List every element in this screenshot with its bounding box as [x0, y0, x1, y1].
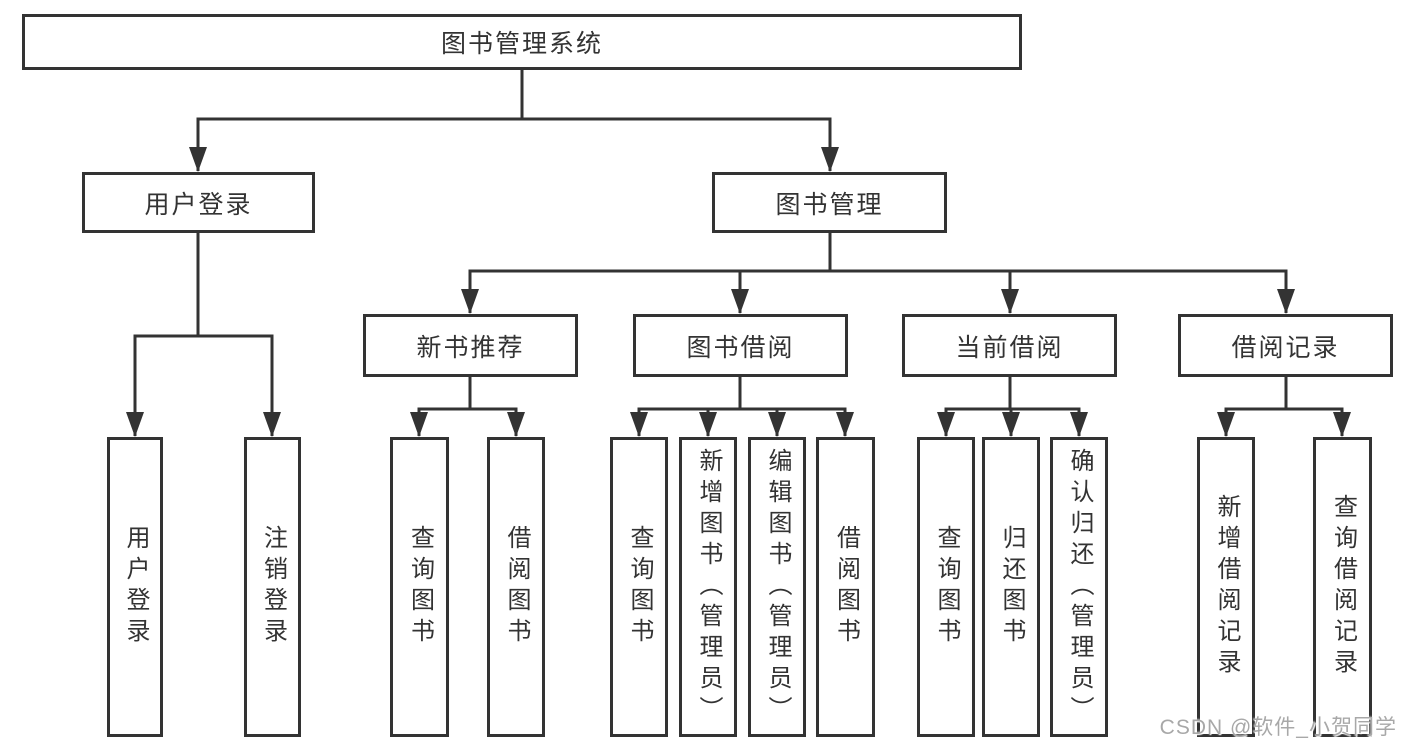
arrowhead [1277, 289, 1295, 314]
node-user-login: 用户登录 [82, 172, 315, 233]
leaf-label: 用户登录 [122, 525, 149, 649]
leaf-label: 注销登录 [259, 525, 287, 649]
arrowhead [768, 412, 786, 437]
node-current-borrow: 当前借阅 [902, 314, 1117, 377]
arrowhead [507, 412, 525, 437]
arrowhead [189, 147, 207, 172]
arrowhead [699, 412, 717, 437]
connector-newbook-branch [417, 407, 518, 436]
leaf-label: 查询图书 [626, 525, 653, 649]
leaf-label: 借阅图书 [832, 525, 860, 649]
leaf-add-books-admin: 新增图书（管理员） [679, 437, 737, 737]
leaf-label: 归还图书 [998, 525, 1025, 649]
node-borrow-records: 借阅记录 [1178, 314, 1393, 377]
leaf-edit-books-admin: 编辑图书（管理员） [748, 437, 806, 737]
leaf-add-borrow-record: 新增借阅记录 [1197, 437, 1255, 737]
node-book-management: 图书管理 [712, 172, 947, 233]
leaf-confirm-return-admin: 确认归还（管理员） [1050, 437, 1108, 737]
arrowhead [1333, 412, 1351, 437]
leaf-logout: 注销登录 [244, 437, 301, 737]
leaf-borrow-books-recommend: 借阅图书 [487, 437, 545, 737]
leaf-label: 新增图书（管理员） [695, 447, 722, 727]
connector-userlogin-branch [133, 334, 274, 436]
arrowhead [821, 147, 839, 172]
connector-root-branch [196, 117, 832, 171]
arrowhead [1002, 412, 1020, 437]
leaf-label: 查询图书 [933, 525, 960, 649]
arrowhead [263, 412, 281, 437]
arrowhead [410, 412, 428, 437]
node-new-book-recommend: 新书推荐 [363, 314, 578, 377]
arrowheads [126, 147, 1351, 437]
arrowhead [461, 289, 479, 314]
leaf-user-login: 用户登录 [107, 437, 163, 737]
arrowhead [1217, 412, 1235, 437]
leaf-label: 查询图书 [406, 525, 434, 649]
leaf-query-books-current: 查询图书 [917, 437, 975, 737]
connector-bookborrow-branch [637, 407, 847, 436]
leaf-label: 查询借阅记录 [1329, 494, 1357, 680]
leaf-query-books-borrow: 查询图书 [610, 437, 668, 737]
csdn-watermark: CSDN @软件_小贺同学 [1159, 716, 1397, 739]
connector-borrowrecords-branch [1224, 407, 1344, 436]
node-library-management-system: 图书管理系统 [22, 14, 1022, 70]
leaf-label: 确认归还（管理员） [1066, 447, 1093, 727]
leaf-label: 编辑图书（管理员） [764, 447, 791, 727]
leaf-borrow-books: 借阅图书 [816, 437, 875, 737]
arrowhead [630, 412, 648, 437]
leaf-query-borrow-record: 查询借阅记录 [1313, 437, 1372, 737]
arrowhead [937, 412, 955, 437]
arrowhead [836, 412, 854, 437]
connector-bookmgmt-branch [468, 269, 1288, 313]
node-book-borrow: 图书借阅 [633, 314, 848, 377]
leaf-label: 新增借阅记录 [1213, 494, 1240, 680]
leaf-return-books: 归还图书 [982, 437, 1040, 737]
arrowhead [1001, 289, 1019, 314]
leaf-query-books-recommend: 查询图书 [390, 437, 449, 737]
leaf-label: 借阅图书 [503, 525, 530, 649]
arrowhead [1070, 412, 1088, 437]
arrowhead [731, 289, 749, 314]
arrowhead [126, 412, 144, 437]
